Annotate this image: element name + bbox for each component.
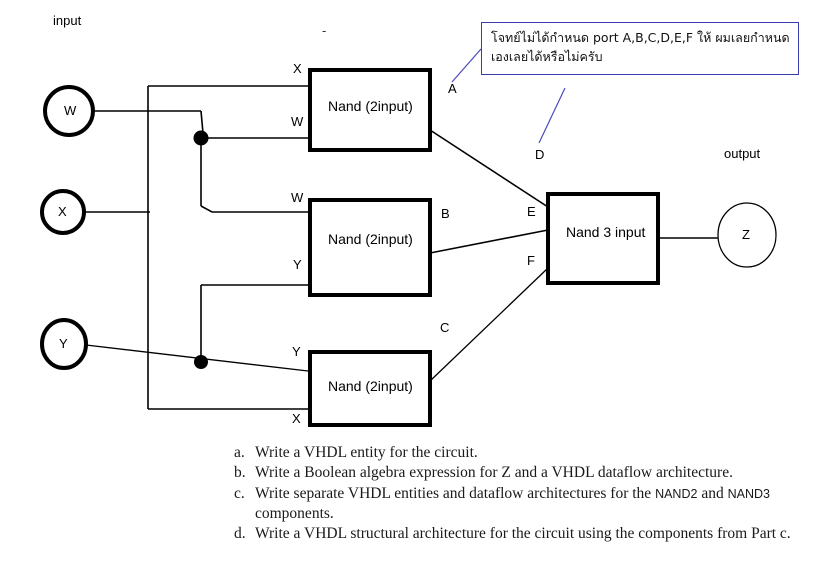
junction-dot-y [194, 355, 208, 369]
net-label-e: E [527, 204, 536, 219]
question-text-a: Write a VHDL entity for the circuit. [255, 444, 478, 461]
question-c-part3: components. [255, 504, 334, 522]
input-label-y: Y [59, 336, 68, 351]
input-label-x: X [58, 204, 67, 219]
note-pointer-to-a [451, 48, 482, 83]
question-marker-b: b. [234, 464, 246, 482]
wire-w-to-junction [200, 110, 204, 134]
junction-dot-w [193, 130, 209, 146]
gate-label-nand2-bottom: Nand (2input) [328, 378, 413, 394]
question-list: a. Write a VHDL entity for the circuit. … [234, 443, 814, 544]
port-label-gate1-in1: X [293, 61, 302, 76]
question-text-b: Write a Boolean algebra expression for Z… [255, 464, 733, 482]
gate-label-nand2-top: Nand (2input) [328, 98, 413, 114]
net-label-c: C [440, 320, 450, 335]
net-label-b: B [441, 206, 450, 221]
net-label-f: F [527, 253, 535, 268]
question-item-d: d. Write a VHDL structural architecture … [234, 524, 814, 544]
wire-net-a [429, 129, 549, 208]
question-marker-d: d. [234, 525, 246, 543]
gate-nand2-top[interactable] [308, 68, 432, 152]
port-label-gate1-in2: W [291, 114, 304, 129]
question-item-a: a. Write a VHDL entity for the circuit. [234, 443, 814, 463]
port-label-gate2-in1: W [291, 190, 304, 205]
question-text-c: Write separate VHDL entities and dataflo… [255, 484, 814, 525]
wire-junction1-to-gate2-in1 [200, 205, 310, 213]
port-label-gate3-in2: X [292, 411, 301, 426]
port-label-gate2-in2: Y [293, 257, 302, 272]
gate-nand2-middle[interactable] [308, 198, 432, 297]
net-label-a: A [448, 81, 457, 96]
question-c-code-nand3: NAND3 [727, 486, 770, 501]
gate-nand3[interactable] [546, 192, 660, 285]
annotation-note-box: โจทย์ไม่ได้กำหนด port A,B,C,D,E,F ให้ ผม… [481, 22, 799, 75]
output-section-label: output [724, 146, 761, 161]
question-c-part1: Write separate VHDL entities and dataflo… [255, 484, 656, 502]
wire-net-b [429, 229, 549, 254]
note-pointer-to-d [538, 87, 566, 144]
question-marker-c: c. [234, 484, 245, 502]
output-circle-z [717, 202, 777, 268]
wire-net-c [429, 267, 549, 382]
question-marker-a: a. [234, 444, 245, 461]
question-item-b: b. Write a Boolean algebra expression fo… [234, 463, 814, 483]
net-label-d: D [535, 147, 545, 162]
input-label-w: W [64, 103, 77, 118]
gate-label-nand2-middle: Nand (2input) [328, 231, 413, 247]
gate-label-nand3: Nand 3 input [566, 224, 646, 240]
note-line-1: โจทย์ไม่ได้กำหนด port A,B,C,D,E,F ให้ ผม… [491, 30, 790, 45]
question-c-code-nand2: NAND2 [655, 486, 698, 501]
question-text-d: Write a VHDL structural architecture for… [255, 525, 791, 543]
input-section-label: input [53, 13, 82, 28]
port-label-gate3-in1: Y [292, 344, 301, 359]
input-circle-y [40, 318, 88, 370]
gate-nand2-bottom[interactable] [308, 350, 432, 427]
question-c-part2: and [697, 484, 728, 502]
question-item-c: c. Write separate VHDL entities and data… [234, 484, 814, 525]
note-line-2: เองเลยได้หรือไม่ครับ [491, 49, 603, 65]
stray-mark: - [322, 23, 327, 38]
output-label-z: Z [742, 227, 750, 242]
